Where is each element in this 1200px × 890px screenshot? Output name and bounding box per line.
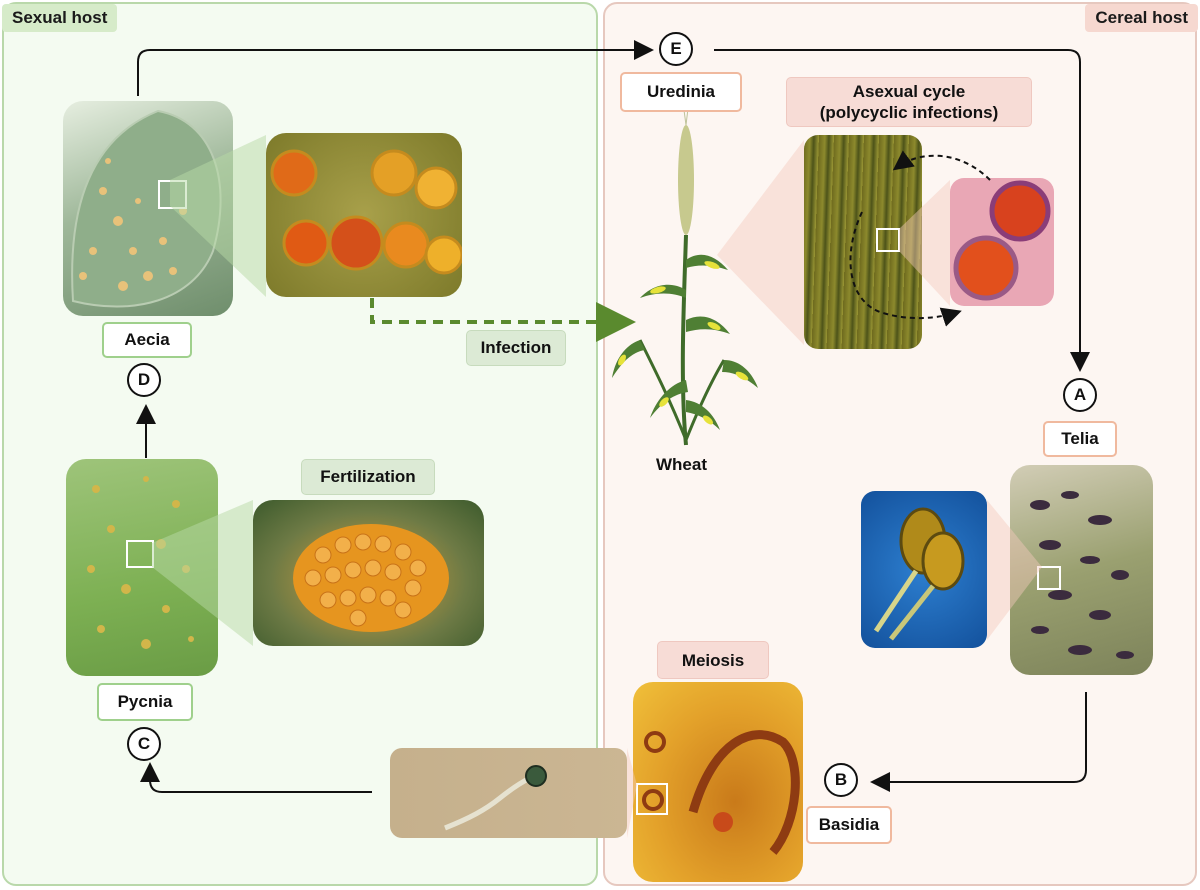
infection-label: Infection: [466, 330, 566, 366]
cereal-host-label: Cereal host: [1085, 4, 1198, 32]
teliospores-photo: [861, 491, 987, 648]
pycnia-label: Pycnia: [97, 683, 193, 721]
sexual-host-label: Sexual host: [2, 4, 118, 32]
stage-c-marker: C: [127, 727, 161, 761]
aecia-label: Aecia: [102, 322, 192, 358]
basidia-label: Basidia: [806, 806, 892, 844]
asexual-cycle-line2: (polycyclic infections): [819, 103, 999, 122]
uredinia-label: Uredinia: [620, 72, 742, 112]
stage-a-marker: A: [1063, 378, 1097, 412]
aecia-closeup-photo: [266, 133, 462, 297]
fertilization-closeup-photo: [253, 500, 484, 646]
meiosis-label: Meiosis: [657, 641, 769, 679]
stage-d-marker: D: [127, 363, 161, 397]
telia-leaf-photo: [1010, 465, 1153, 675]
fertilization-label: Fertilization: [301, 459, 435, 495]
urediniospores-photo: [950, 178, 1054, 306]
basidiospore-photo: [390, 748, 627, 838]
basidia-closeup-photo: [633, 682, 803, 882]
asexual-cycle-line1: Asexual cycle: [852, 82, 966, 101]
asexual-cycle-label: Asexual cycle (polycyclic infections): [786, 77, 1032, 127]
wheat-label: Wheat: [656, 455, 707, 474]
stage-b-marker: B: [824, 763, 858, 797]
telia-label: Telia: [1043, 421, 1117, 457]
stage-e-marker: E: [659, 32, 693, 66]
uredinia-leaf-photo: [804, 135, 922, 349]
